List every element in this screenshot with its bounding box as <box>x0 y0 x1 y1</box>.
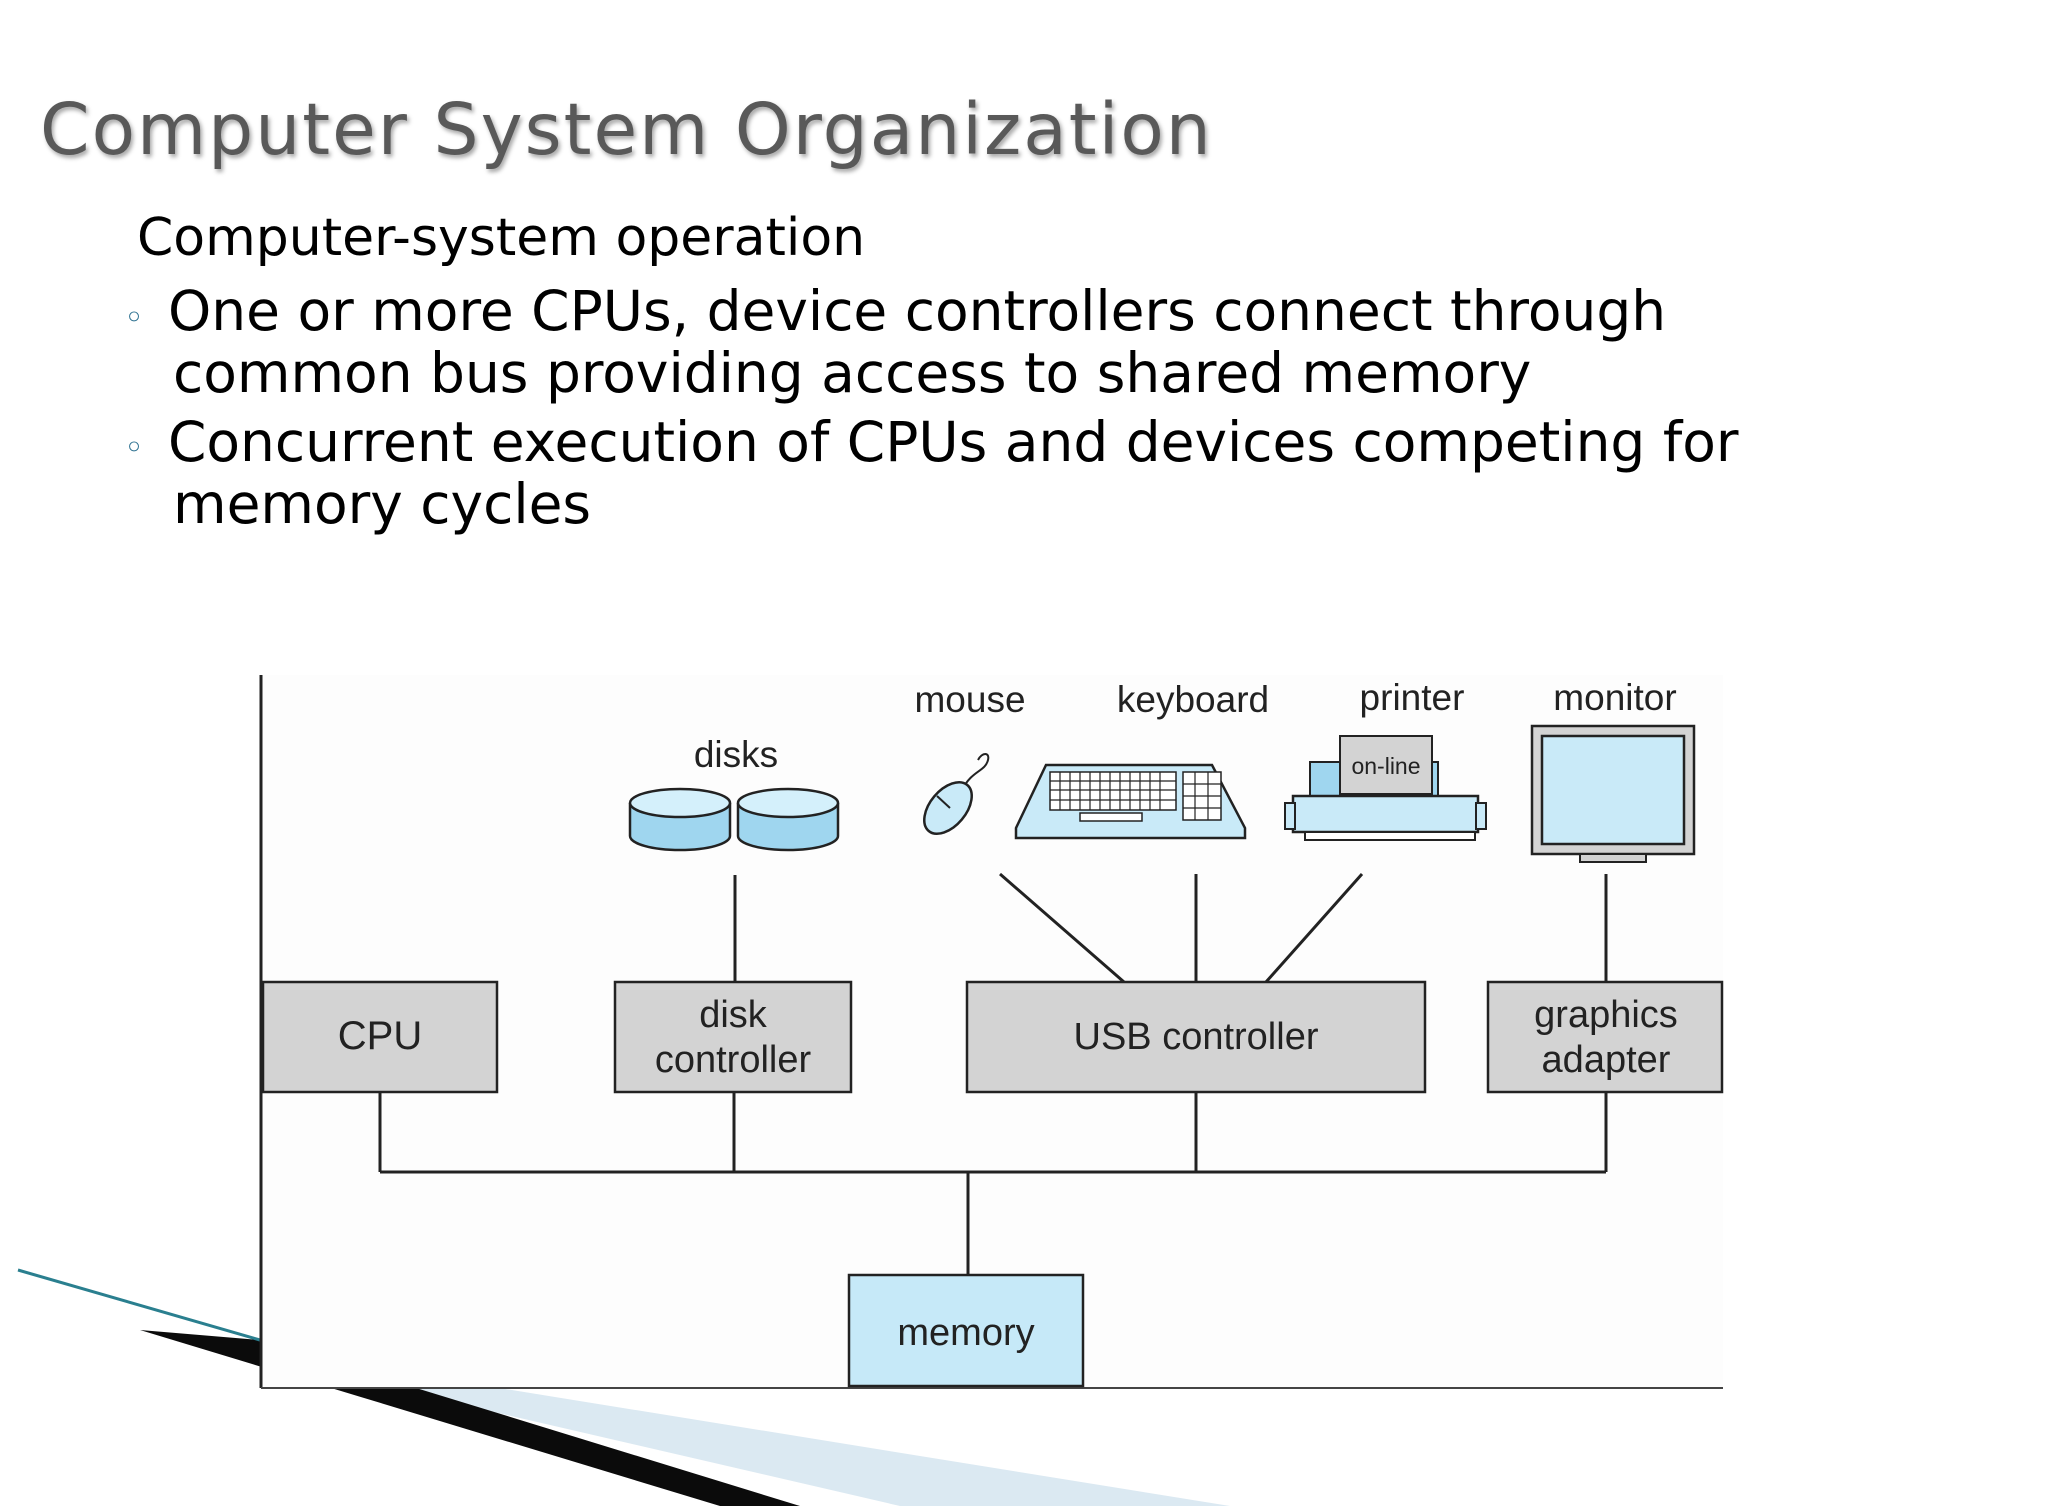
disks-label: disks <box>694 734 778 775</box>
bullet-line: common bus providing access to shared me… <box>173 341 1532 405</box>
bullet-marker: ◦ <box>124 298 145 338</box>
disks-icon <box>628 787 840 852</box>
graphics-adapter-label-line1: graphics <box>1534 994 1678 1036</box>
mouse-icon <box>923 753 990 835</box>
memory-box: memory <box>847 1273 1085 1388</box>
monitor-label: monitor <box>1553 677 1676 718</box>
bullet-line: One or more CPUs, device controllers con… <box>168 279 1667 343</box>
printer-icon: on-line <box>1284 735 1487 841</box>
graphics-adapter-label-line2: adapter <box>1542 1039 1671 1081</box>
slide-title: Computer System Organization <box>40 88 1213 171</box>
monitor-icon <box>1530 724 1696 863</box>
bullet-item: One or more CPUs, device controllers con… <box>168 280 1868 404</box>
system-bus <box>378 1092 1608 1275</box>
memory-label: memory <box>897 1312 1034 1354</box>
bullet-list: Computer-system operation ◦ One or more … <box>0 0 2048 560</box>
printer-label: printer <box>1360 677 1465 718</box>
bullet-line: Concurrent execution of CPUs and devices… <box>168 410 1739 474</box>
bullet-item: Concurrent execution of CPUs and devices… <box>168 411 1868 535</box>
cpu-label: CPU <box>338 1014 422 1058</box>
bullet-marker: ◦ <box>124 428 145 468</box>
printer-panel-label: on-line <box>1351 753 1420 779</box>
usb-controller-label: USB controller <box>1074 1016 1319 1058</box>
graphics-adapter-box: graphics adapter <box>1486 980 1724 1094</box>
section-heading: Computer-system operation <box>137 208 866 268</box>
device-connectors <box>733 872 1608 984</box>
keyboard-label: keyboard <box>1117 679 1269 720</box>
disk-controller-label-line1: disk <box>699 994 768 1036</box>
disk-controller-box: disk controller <box>613 980 853 1094</box>
usb-controller-box: USB controller <box>965 980 1427 1094</box>
mouse-label: mouse <box>914 679 1025 720</box>
disk-controller-label-line2: controller <box>655 1039 812 1081</box>
bullet-line: memory cycles <box>173 472 592 536</box>
keyboard-icon <box>1014 763 1247 840</box>
cpu-box: CPU <box>261 980 499 1094</box>
